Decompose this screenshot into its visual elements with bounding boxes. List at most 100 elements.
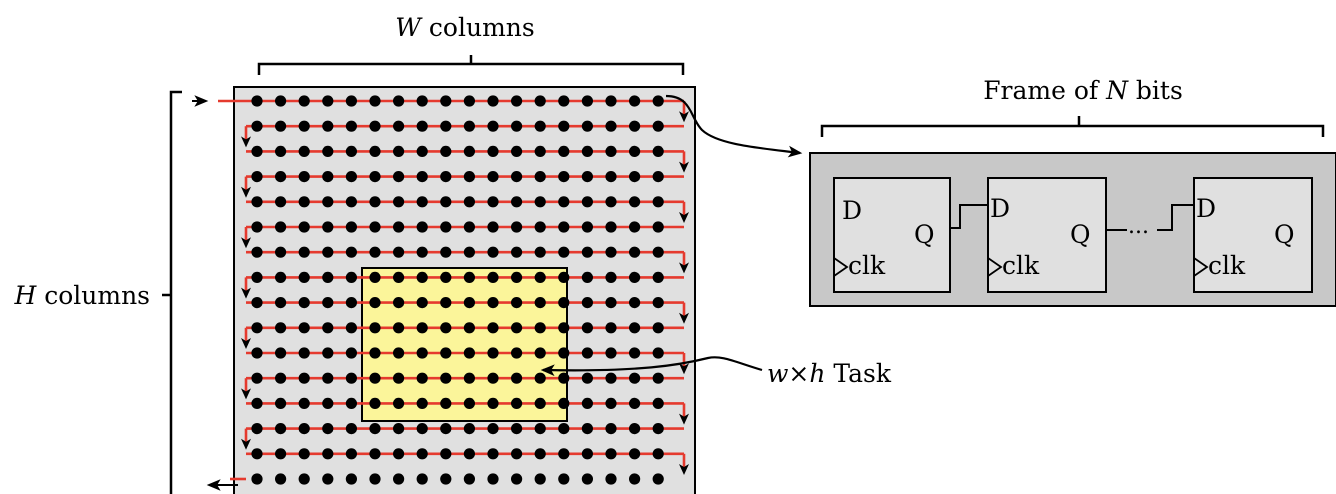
config-node — [251, 145, 263, 157]
flipflop-2-clock-symbol — [987, 257, 1003, 277]
config-node — [652, 196, 664, 208]
config-node — [652, 473, 664, 485]
config-node — [440, 120, 452, 132]
config-node — [581, 423, 594, 435]
config-node — [463, 372, 475, 384]
config-node — [298, 347, 310, 359]
config-node — [416, 372, 428, 384]
configuration-nodes — [251, 95, 664, 485]
config-node — [275, 448, 287, 460]
config-node — [322, 397, 334, 409]
config-node — [251, 448, 263, 460]
config-node — [440, 221, 452, 233]
config-node — [534, 423, 546, 435]
flipflop-n-d: D — [1196, 194, 1216, 223]
config-node — [487, 246, 499, 258]
config-node — [345, 196, 357, 208]
config-node — [369, 347, 381, 359]
config-node — [558, 297, 570, 309]
config-node — [605, 397, 617, 409]
config-node — [510, 145, 523, 157]
config-node — [298, 397, 310, 409]
config-node — [275, 397, 287, 409]
config-node — [251, 221, 263, 233]
chain-ellipsis: ... — [1128, 214, 1149, 239]
config-node — [251, 246, 263, 258]
config-node — [652, 347, 664, 359]
config-node — [652, 221, 664, 233]
config-node — [487, 95, 499, 107]
config-node — [369, 397, 381, 409]
config-node — [251, 397, 263, 409]
config-node — [345, 145, 357, 157]
config-node — [510, 95, 523, 107]
wire-ff1-ff2 — [950, 204, 988, 229]
config-node — [605, 448, 617, 460]
config-node — [393, 221, 405, 233]
flipflop-1-clock-symbol — [833, 257, 849, 277]
config-node — [463, 297, 475, 309]
config-node — [275, 347, 287, 359]
config-node — [629, 473, 641, 485]
config-node — [345, 423, 357, 435]
config-node — [487, 372, 499, 384]
path-turn-arrow-15 — [679, 464, 689, 475]
config-node — [298, 423, 310, 435]
config-node — [345, 297, 357, 309]
config-node — [298, 372, 310, 384]
config-node — [440, 448, 452, 460]
config-node — [275, 423, 287, 435]
config-node — [345, 246, 357, 258]
config-node — [581, 120, 594, 132]
config-node — [581, 322, 594, 334]
height-brace — [162, 90, 182, 494]
config-node — [605, 145, 617, 157]
config-node — [251, 347, 263, 359]
config-node — [275, 196, 287, 208]
config-node — [393, 95, 405, 107]
config-node — [345, 95, 357, 107]
config-node — [393, 145, 405, 157]
config-node — [275, 271, 287, 283]
config-node — [629, 397, 641, 409]
config-node — [581, 171, 594, 183]
flipflop-1-q: Q — [914, 220, 935, 249]
path-turn-arrow-4 — [241, 186, 251, 198]
task-pointer-arrow — [540, 356, 763, 377]
config-node — [345, 347, 357, 359]
config-node — [487, 423, 499, 435]
config-node — [463, 246, 475, 258]
config-node — [416, 347, 428, 359]
config-node — [298, 95, 310, 107]
config-node — [369, 297, 381, 309]
config-node — [463, 347, 475, 359]
config-node — [605, 473, 617, 485]
flipflop-2-d: D — [990, 194, 1010, 223]
config-node — [463, 95, 475, 107]
config-node — [629, 322, 641, 334]
path-turn-arrow-7 — [679, 262, 689, 274]
config-node — [629, 120, 641, 132]
config-node — [558, 145, 570, 157]
path-turn-arrow-12 — [241, 388, 251, 400]
width-brace — [257, 55, 685, 75]
frame-label: Frame of N bits — [983, 76, 1183, 105]
config-node — [652, 397, 664, 409]
config-node — [487, 120, 499, 132]
config-node — [275, 221, 287, 233]
config-node — [510, 196, 523, 208]
config-node — [463, 448, 475, 460]
config-node — [440, 95, 452, 107]
config-node — [345, 322, 357, 334]
config-node — [605, 423, 617, 435]
config-node — [558, 95, 570, 107]
config-node — [298, 246, 310, 258]
config-node — [629, 347, 641, 359]
config-node — [251, 171, 263, 183]
config-node — [510, 322, 523, 334]
config-node — [463, 473, 475, 485]
config-node — [298, 221, 310, 233]
config-node — [581, 297, 594, 309]
config-node — [322, 271, 334, 283]
config-node — [393, 246, 405, 258]
